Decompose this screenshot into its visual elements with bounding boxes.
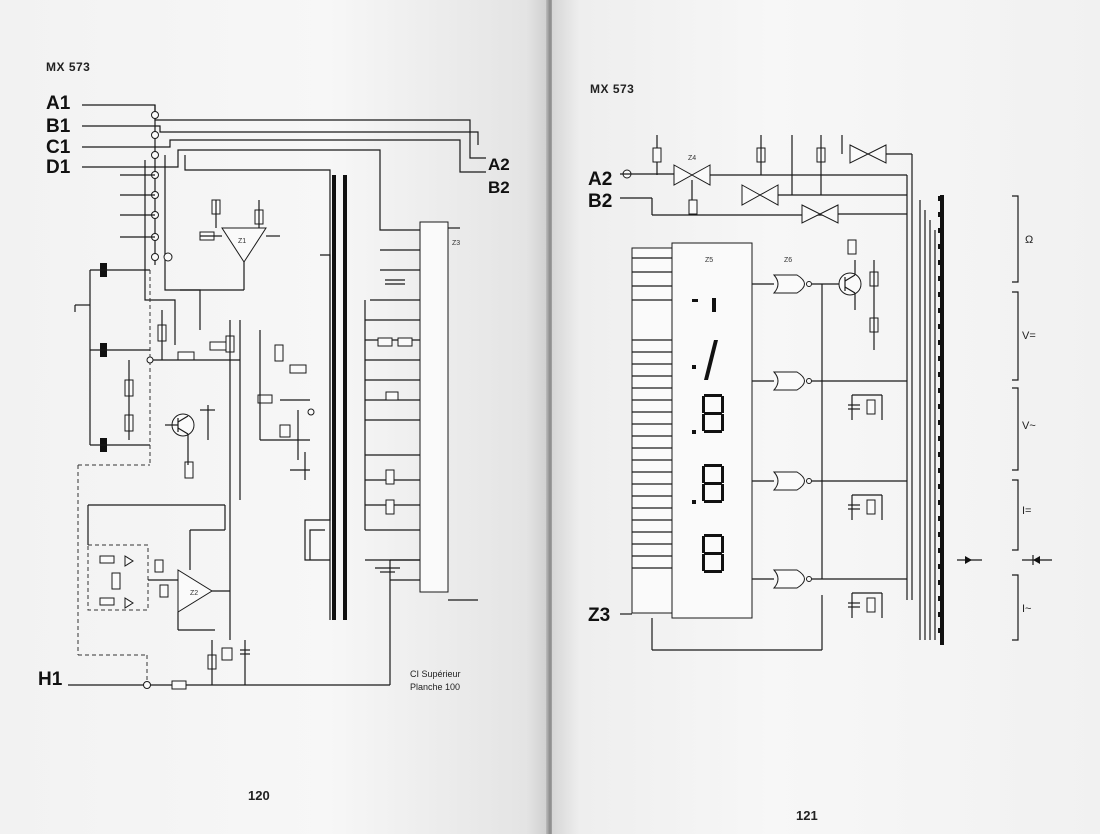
opamp-z2: Z2 (87, 504, 230, 631)
left-schematic: Z1 (68, 104, 486, 690)
board-caption-line1: CI Supérieur (410, 669, 461, 679)
analog-switches: Z4 (652, 135, 913, 600)
input-a2: A2 (588, 169, 613, 190)
lcd-digit-1 (692, 394, 724, 434)
left-model-label: MX 573 (46, 60, 91, 74)
book-gutter (546, 0, 554, 834)
output-b2: B2 (488, 178, 510, 197)
input-b2: B2 (588, 191, 613, 212)
input-b1: B1 (46, 116, 71, 137)
right-model-label: MX 573 (590, 82, 635, 96)
switch-contacts (938, 196, 943, 633)
input-d1: D1 (46, 157, 71, 178)
range-brackets (957, 195, 1052, 641)
display-connector (620, 247, 673, 615)
svg-text:Z6: Z6 (784, 257, 792, 264)
range-vac: V~ (1022, 420, 1036, 432)
input-c1: C1 (46, 137, 71, 158)
h1-line (68, 465, 420, 690)
input-a1: A1 (46, 93, 71, 114)
left-page: MX 573 A1 B1 C1 D1 A2 B2 H1 CI Supérieur… (0, 0, 548, 834)
lcd-display-z5: Z5 (651, 242, 823, 651)
right-page-number: 121 (796, 808, 818, 823)
terminal-z3: Z3 (588, 605, 611, 626)
ic-z3: Z3 (364, 221, 478, 601)
svg-text:Z1: Z1 (238, 238, 246, 245)
right-schematic: Z4 (620, 135, 1052, 651)
lcd-digit-3 (702, 534, 724, 573)
left-page-number: 120 (248, 788, 270, 803)
middle-switch-section (229, 320, 315, 640)
input-jacks (74, 263, 151, 466)
transistor-q1 (165, 405, 215, 465)
range-iac: I~ (1022, 603, 1032, 615)
svg-text:Z5: Z5 (705, 257, 713, 264)
range-idc: I= (1022, 505, 1032, 517)
board-caption-line2: Planche 100 (410, 682, 461, 692)
opamp-z1: Z1 (180, 200, 280, 291)
range-vdc: V= (1022, 330, 1036, 342)
svg-text:Z2: Z2 (190, 590, 198, 597)
svg-text:Z3: Z3 (452, 240, 460, 247)
range-ohm: Ω (1025, 234, 1034, 246)
logic-gates-z6: Z6 (752, 257, 907, 589)
output-a2: A2 (488, 155, 510, 174)
range-switch-ladder (906, 175, 944, 645)
right-rc-networks (838, 239, 883, 618)
lcd-digit-2 (692, 464, 724, 504)
range-switch (120, 105, 173, 265)
right-page: MX 573 A2 B2 Z3 Ω V= V~ I= I~ 121 Z4 (552, 0, 1100, 834)
svg-text:Z4: Z4 (688, 155, 696, 162)
resistor-network (124, 199, 307, 479)
busbars (304, 175, 347, 620)
terminal-h1: H1 (38, 669, 63, 690)
